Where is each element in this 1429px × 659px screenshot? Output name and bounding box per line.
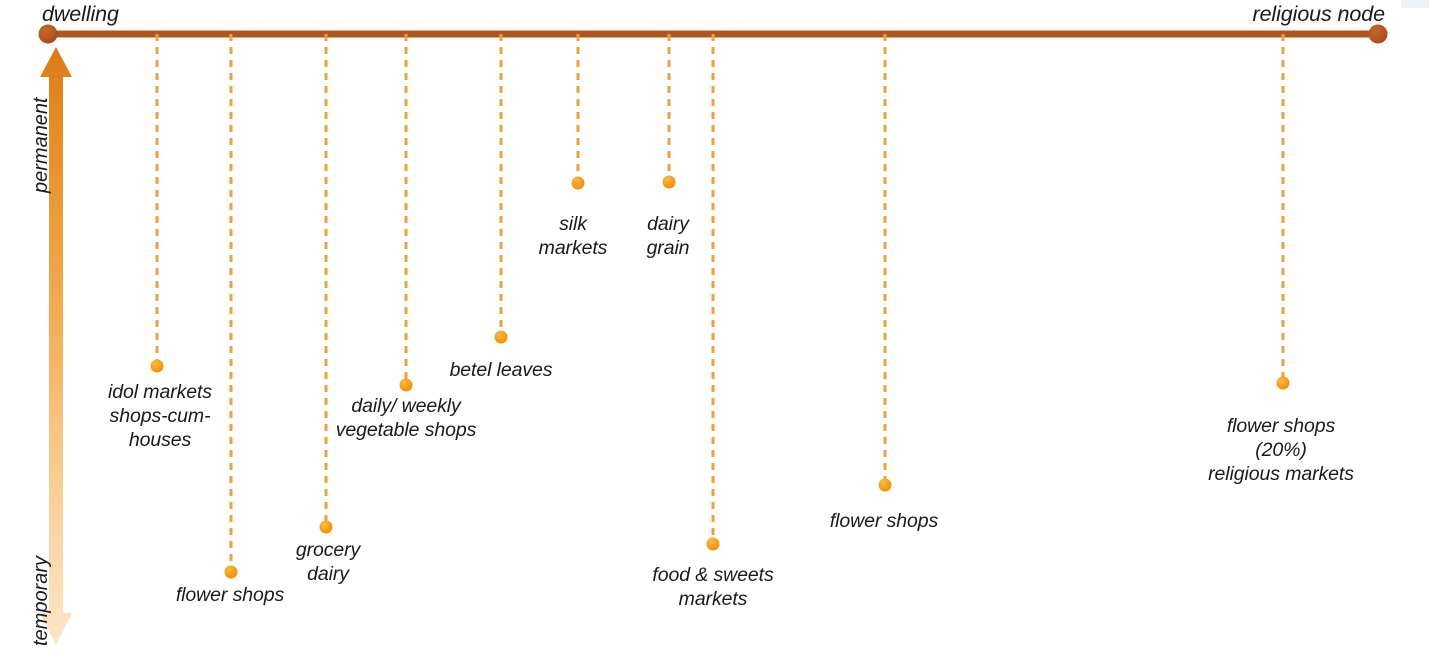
religious-node-endpoint-label: religious node xyxy=(1252,2,1386,26)
label-line: shops-cum- xyxy=(109,404,211,427)
label-line: silk xyxy=(559,213,587,235)
dot-flower-shops-left[interactable] xyxy=(224,565,238,579)
label-line: idol markets xyxy=(108,381,212,403)
label-flower-shops-religious-markets: flower shops(20%)religious markets xyxy=(1208,415,1354,486)
label-line: (20%) xyxy=(1255,438,1307,461)
dot-silk-markets[interactable] xyxy=(571,176,585,190)
dot-flower-shops-religious-markets[interactable] xyxy=(1276,376,1290,390)
label-line: betel leaves xyxy=(449,359,553,381)
stem-group xyxy=(150,34,1290,579)
label-line: vegetable shops xyxy=(335,418,477,441)
dot-flower-shops-right[interactable] xyxy=(878,478,892,492)
religious-node-dot xyxy=(1368,24,1388,44)
label-line: markets xyxy=(678,587,748,610)
label-line: daily/ weekly xyxy=(351,395,461,417)
dot-daily-weekly-vegetable-shops[interactable] xyxy=(399,378,413,392)
label-line: markets xyxy=(538,236,608,259)
dot-dairy-grain[interactable] xyxy=(662,175,676,189)
axis-temporary-label: temporary xyxy=(30,555,52,646)
dwelling-endpoint-label: dwelling xyxy=(42,2,119,26)
label-line: flower shops xyxy=(1226,415,1336,437)
label-line: dairy xyxy=(307,562,349,585)
dot-grocery-dairy[interactable] xyxy=(319,520,333,534)
label-betel-leaves: betel leaves xyxy=(450,359,553,383)
label-line: flower shops xyxy=(829,510,939,532)
dot-idol-markets[interactable] xyxy=(150,359,164,373)
label-flower-shops-right: flower shops xyxy=(830,510,938,534)
label-line: grain xyxy=(646,236,690,259)
label-line: houses xyxy=(128,428,192,451)
label-flower-shops-left: flower shops xyxy=(176,584,284,608)
label-line: grocery xyxy=(295,539,361,561)
axis-permanent-label: permanent xyxy=(30,97,52,193)
dwelling-node-dot xyxy=(38,24,58,44)
label-line: religious markets xyxy=(1208,462,1354,485)
label-line: dairy xyxy=(647,213,689,235)
label-line: flower shops xyxy=(175,584,285,606)
dot-betel-leaves[interactable] xyxy=(494,330,508,344)
dot-food-sweets-markets[interactable] xyxy=(706,537,720,551)
label-line: food & sweets xyxy=(652,564,774,586)
scan-artifact xyxy=(1401,0,1429,8)
